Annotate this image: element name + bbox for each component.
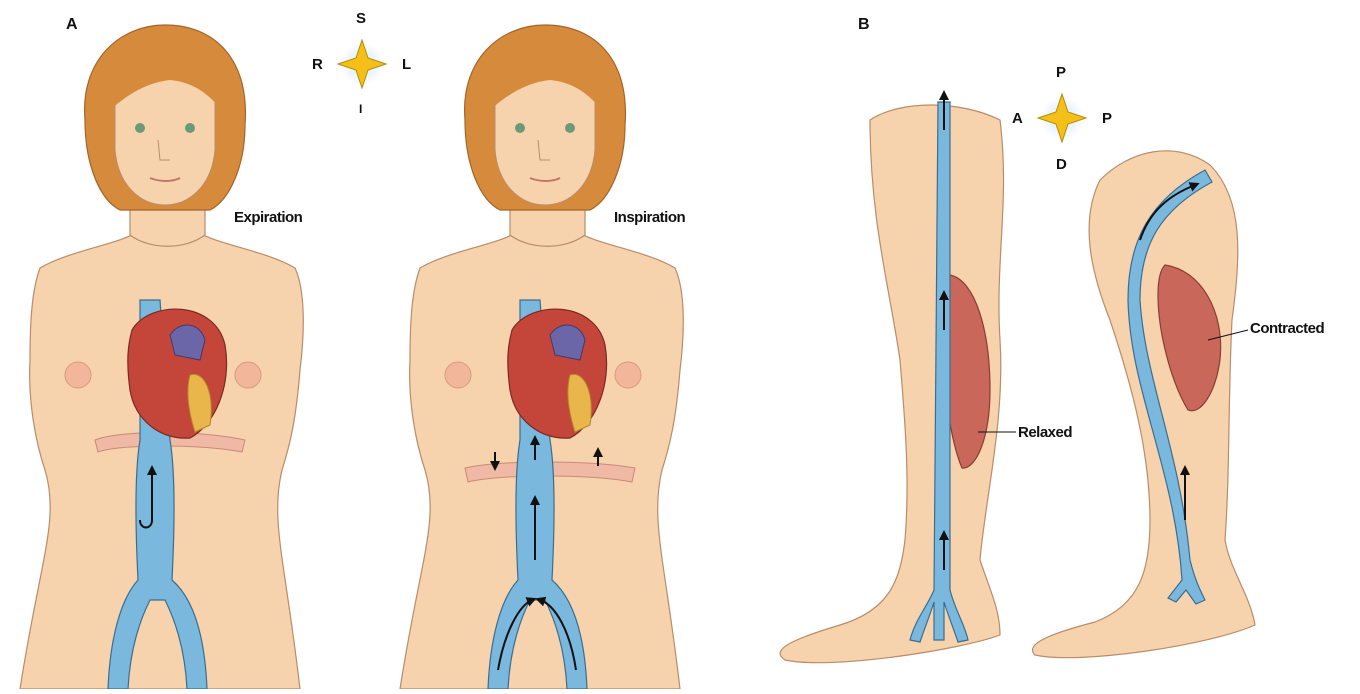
- leg-relaxed: [780, 95, 1016, 663]
- compass-a-top: S: [356, 10, 366, 27]
- compass-b: [1038, 94, 1086, 142]
- panel-b-letter: B: [858, 16, 870, 34]
- leg-contracted: [1033, 151, 1256, 658]
- compass-b-right: P: [1102, 110, 1112, 127]
- compass-a: [338, 40, 386, 88]
- figure-inspiration: [400, 25, 683, 689]
- expiration-label: Expiration: [234, 209, 302, 226]
- compass-b-left: A: [1012, 110, 1023, 127]
- figure-expiration: [20, 25, 303, 689]
- compass-b-top: P: [1056, 64, 1066, 81]
- panel-a-letter: A: [66, 16, 78, 34]
- compass-a-left: R: [312, 56, 323, 73]
- compass-b-bottom: D: [1056, 156, 1067, 173]
- contracted-label: Contracted: [1250, 320, 1324, 337]
- compass-a-bottom: I: [359, 102, 362, 116]
- compass-a-right: L: [402, 56, 411, 73]
- inspiration-label: Inspiration: [614, 209, 685, 226]
- relaxed-label: Relaxed: [1018, 424, 1072, 441]
